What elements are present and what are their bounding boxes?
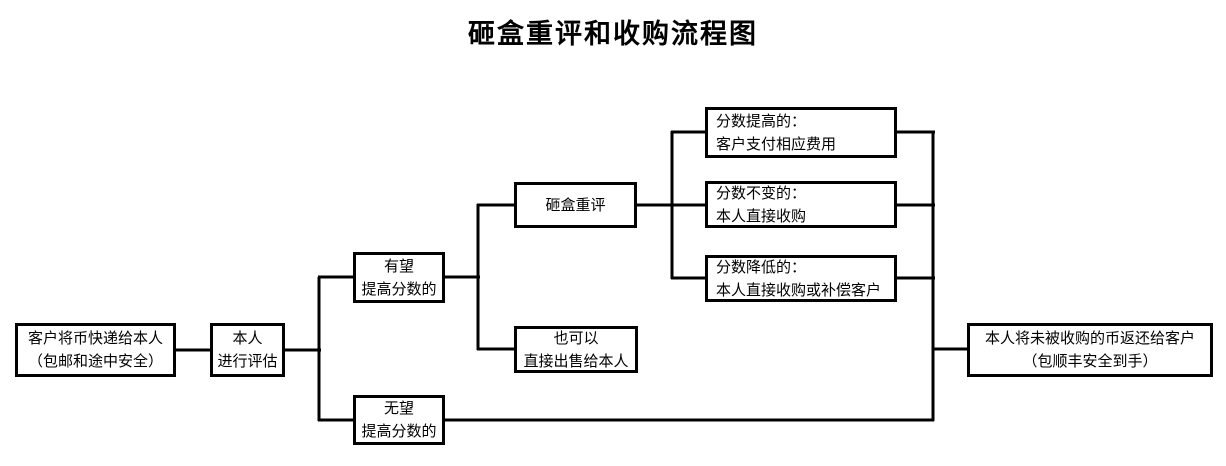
flow-node-label: 本人直接收购或补偿客户 xyxy=(716,281,882,299)
flow-node-label: 本人 xyxy=(232,330,263,347)
flow-node-customer-ship: 客户将币快递给本人 （包邮和途中安全） xyxy=(15,323,176,377)
flow-node-hopeful: 有望提高分数的 xyxy=(353,252,445,303)
flow-node-label: 提高分数的 xyxy=(361,280,437,298)
flow-node-label: 分数降低的： xyxy=(716,258,807,276)
flow-node-label: 本人直接收购 xyxy=(716,207,807,225)
flow-node-sell-direct: 也可以直接出售给本人 xyxy=(514,326,638,373)
flow-node-score-same: 分数不变的： 本人直接收购 xyxy=(705,181,897,228)
flow-node-score-up: 分数提高的： 客户支付相应费用 xyxy=(705,107,897,158)
flow-node-smash-reevaluate: 砸盒重评 xyxy=(514,182,637,228)
flow-node-label: 本人将未被收购的币返还给客户 xyxy=(984,330,1195,347)
flow-node-label: 有望 xyxy=(383,257,414,275)
flow-node-label: 客户将币快递给本人 xyxy=(27,330,163,347)
flow-node-label: 无望 xyxy=(383,400,414,417)
flow-node-score-down: 分数降低的： 本人直接收购或补偿客户 xyxy=(705,255,897,302)
flow-node-label: （包邮和途中安全） xyxy=(27,353,163,370)
flow-node-label: 客户支付相应费用 xyxy=(716,135,837,153)
flow-node-label: 进行评估 xyxy=(217,353,278,370)
flow-node-label: （包顺丰安全到手） xyxy=(1022,353,1158,370)
flow-node-label: 提高分数的 xyxy=(361,423,437,440)
page-title: 砸盒重评和收购流程图 xyxy=(468,19,758,49)
flow-node-label: 分数提高的： xyxy=(716,112,807,130)
flow-node-return-coins: 本人将未被收购的币返还给客户 （包顺丰安全到手） xyxy=(967,323,1213,377)
flow-node-label: 砸盒重评 xyxy=(545,196,606,214)
flow-node-label: 也可以 xyxy=(553,329,599,347)
flow-node-label: 分数不变的： xyxy=(716,184,807,202)
flow-node-hopeless: 无望提高分数的 xyxy=(353,395,445,445)
flow-node-self-evaluate: 本人进行评估 xyxy=(210,323,285,377)
flow-node-label: 直接出售给本人 xyxy=(523,352,629,370)
